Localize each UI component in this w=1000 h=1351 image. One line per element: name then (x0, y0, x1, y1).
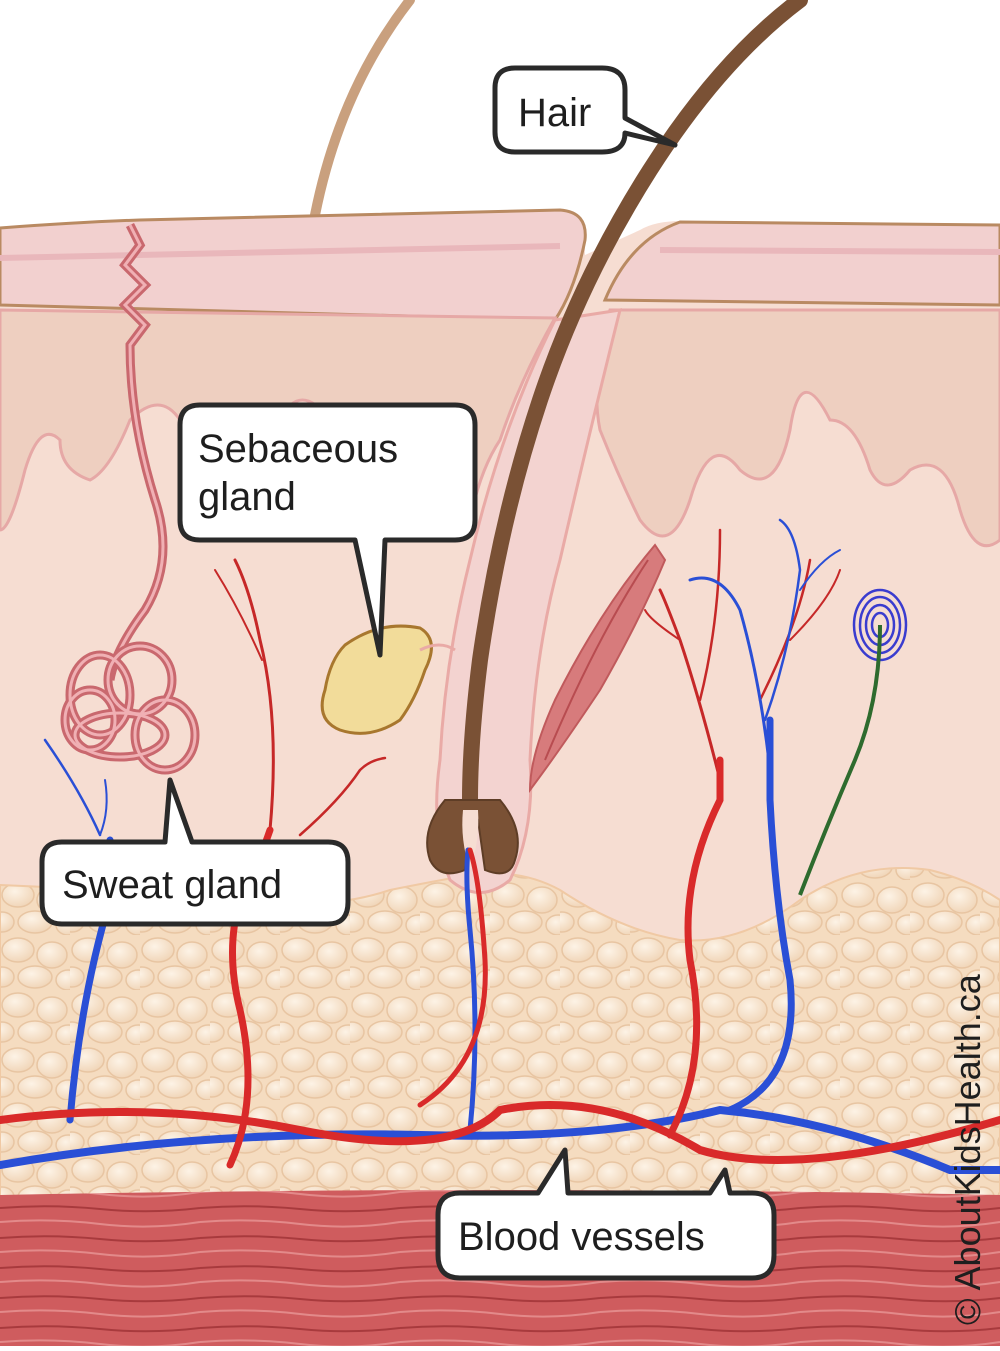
label-sweat-gland-text: Sweat gland (62, 863, 282, 907)
epidermis-left (0, 210, 585, 320)
label-sebaceous-line1: Sebaceous (198, 427, 398, 471)
label-hair-text: Hair (518, 91, 591, 135)
epidermis-right (605, 222, 1000, 305)
label-sebaceous-line2: gland (198, 475, 296, 519)
copyright-text: © AboutKidsHealth.ca (947, 973, 988, 1325)
label-blood-vessels-text: Blood vessels (458, 1215, 705, 1259)
